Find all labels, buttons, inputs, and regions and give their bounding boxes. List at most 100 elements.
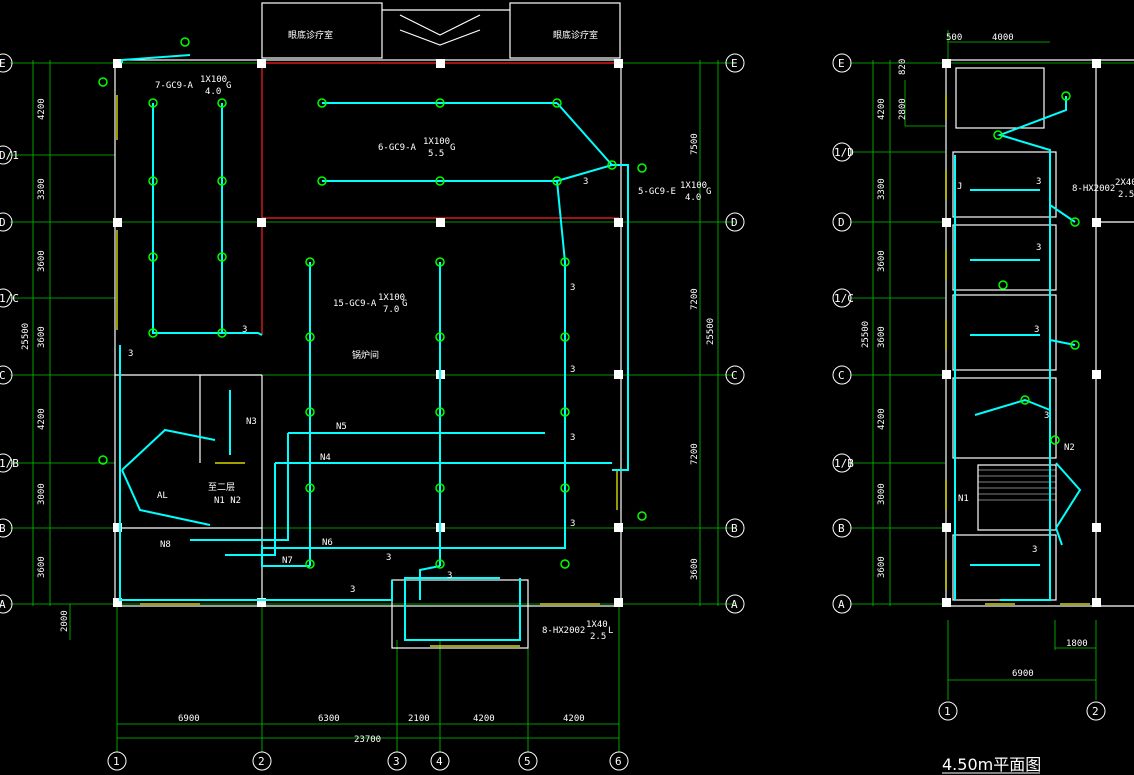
dim-bottom: 1800 — [1066, 639, 1088, 649]
axis-row-label: 1/C — [834, 292, 854, 305]
count-3: 3 — [447, 571, 452, 581]
dim-left-total: 25500 — [861, 321, 871, 348]
axis-col-label: 6 — [615, 755, 622, 768]
circuit-15-num: 1X100 — [378, 293, 405, 303]
dim-top: 4000 — [992, 33, 1014, 43]
room-label-hall: 锅炉间 — [352, 349, 379, 361]
node-n5: N5 — [336, 422, 347, 432]
right-axis-grid — [850, 30, 1134, 700]
dim-small: 820 — [898, 59, 908, 75]
dim-bottom-total: 23700 — [354, 735, 381, 745]
node-n1n2: N1 N2 — [214, 496, 241, 506]
node-n1: N1 — [958, 494, 969, 504]
dim-right: 7200 — [690, 443, 700, 465]
dim-left: 3600 — [877, 250, 887, 272]
right-circuit-num: 2X40 — [1115, 178, 1134, 188]
axis-row-label: 1/D — [834, 146, 854, 159]
left-plan: 眼底诊疗室 眼底诊疗室 锅炉间 7-GC9-A 1X100 4.0 G 6-GC… — [0, 2, 745, 771]
circuit-6-num: 1X100 — [423, 137, 450, 147]
axis-row-label: B — [731, 522, 738, 535]
left-row-bubbles: E D/1 D 1/C C 1/B B A — [0, 53, 19, 614]
node-al: AL — [157, 491, 168, 501]
dim-left: 3600 — [37, 326, 47, 348]
circuit-15-den: 7.0 — [383, 305, 399, 315]
circuit-7-num: 1X100 — [200, 75, 227, 85]
axis-row-label: E — [0, 57, 6, 70]
left-dimensions: 4200 3300 3600 3600 4200 3000 3600 25500… — [21, 98, 716, 745]
axis-row-label: D — [838, 216, 845, 229]
left-row-bubbles-right: E D C B A — [725, 53, 745, 614]
count-3: 3 — [1036, 243, 1041, 253]
right-circuit-label: 8-HX2002 — [1072, 184, 1115, 194]
node-n3: N3 — [246, 417, 257, 427]
node-n6: N6 — [322, 538, 333, 548]
count-3: 3 — [1044, 411, 1049, 421]
circuit-7-den: 4.0 — [205, 87, 221, 97]
circuit-6-den: 5.5 — [428, 149, 444, 159]
axis-row-label: 1/B — [834, 457, 854, 470]
dim-bottom: 2100 — [408, 714, 430, 724]
right-lamps — [993, 91, 1080, 445]
axis-col-label: 2 — [258, 755, 265, 768]
count-3: 3 — [1036, 177, 1041, 187]
axis-col-label: 5 — [524, 755, 531, 768]
stair-treads — [978, 469, 1056, 501]
axis-col-label: 3 — [393, 755, 400, 768]
dim-left-total: 25500 — [21, 323, 31, 350]
circuit-7-g: G — [226, 81, 231, 91]
left-windows — [116, 95, 618, 647]
count-3: 3 — [242, 325, 247, 335]
dim-bottom: 6900 — [178, 714, 200, 724]
count-3: 3 — [570, 283, 575, 293]
dim-left: 3600 — [877, 326, 887, 348]
right-circuit-den: 2.5 — [1118, 190, 1134, 200]
axis-row-label: C — [838, 369, 845, 382]
left-labels: 眼底诊疗室 眼底诊疗室 锅炉间 7-GC9-A 1X100 4.0 G 6-GC… — [128, 29, 711, 642]
right-windows — [945, 95, 1090, 605]
left-wiring — [119, 54, 629, 641]
axis-row-label: E — [838, 57, 845, 70]
room-label-top-left: 眼底诊疗室 — [288, 29, 333, 41]
circuit-5-num: 1X100 — [680, 181, 707, 191]
axis-row-label: C — [0, 369, 6, 382]
dim-bottom: 6300 — [318, 714, 340, 724]
count-3: 3 — [1032, 545, 1037, 555]
dim-left: 4200 — [877, 98, 887, 120]
dim-left: 3000 — [37, 483, 47, 505]
dim-left: 3600 — [877, 556, 887, 578]
circuit-15-label: 15-GC9-A — [333, 299, 377, 309]
dim-left: 4200 — [37, 98, 47, 120]
axis-row-label: D — [0, 216, 6, 229]
dim-left: 4200 — [37, 408, 47, 430]
axis-col-label: 1 — [944, 705, 951, 718]
circuit-6-g: G — [450, 143, 455, 153]
circuit-15-g: G — [402, 299, 407, 309]
axis-col-label: 2 — [1092, 705, 1099, 718]
node-n2: N2 — [1064, 443, 1075, 453]
circuit-5-g: G — [706, 187, 711, 197]
count-3: 3 — [583, 177, 588, 187]
axis-row-label: D — [731, 216, 738, 229]
count-3: 3 — [386, 553, 391, 563]
dim-top: 500 — [946, 33, 962, 43]
right-columns — [942, 59, 1101, 607]
dim-bottom: 4200 — [563, 714, 585, 724]
axis-col-label: 4 — [436, 755, 443, 768]
left-walls — [114, 2, 622, 649]
dim-small: 2800 — [898, 98, 908, 120]
right-walls — [945, 59, 1134, 607]
axis-row-label: 1/B — [0, 457, 19, 470]
left-axis-grid — [10, 60, 735, 752]
dim-bottom: 4200 — [473, 714, 495, 724]
dim-left: 3600 — [37, 556, 47, 578]
dim-right: 7500 — [690, 133, 700, 155]
right-wiring — [954, 96, 1082, 601]
axis-col-label: 1 — [113, 755, 120, 768]
axis-row-label: A — [0, 598, 6, 611]
axis-row-label: C — [731, 369, 738, 382]
dim-left: 3000 — [877, 483, 887, 505]
axis-row-label: 1/C — [0, 292, 19, 305]
circuit-5-den: 4.0 — [685, 193, 701, 203]
count-3: 3 — [570, 365, 575, 375]
